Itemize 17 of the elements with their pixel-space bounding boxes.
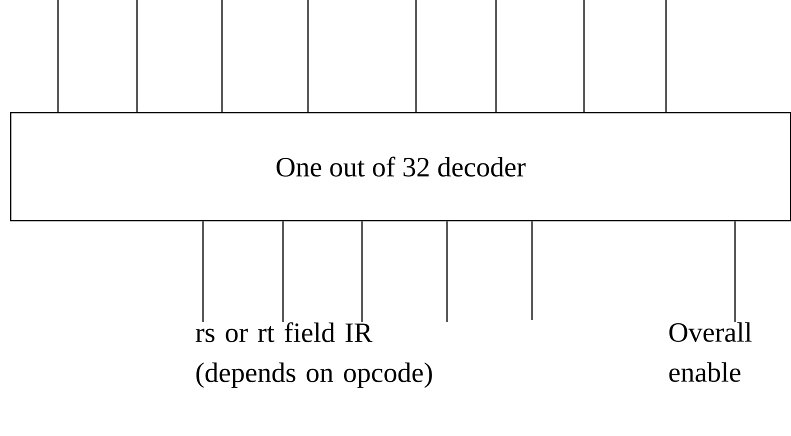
signal-line <box>282 221 284 322</box>
signal-line <box>307 0 309 112</box>
signal-label: Overall enable <box>669 322 752 382</box>
signal-label: rs or rt field IR (depends on opcode) <box>196 322 432 388</box>
signal-line <box>136 0 138 112</box>
decoder-box: One out of 32 decoder <box>10 112 791 222</box>
signal-line <box>495 0 497 112</box>
signal-line <box>202 221 204 322</box>
signal-line <box>361 221 363 322</box>
signal-line <box>446 221 448 322</box>
signal-line <box>665 0 667 112</box>
signal-line <box>531 221 533 320</box>
signal-line <box>583 0 585 112</box>
signal-line <box>221 0 223 112</box>
signal-line <box>734 221 736 322</box>
signal-line <box>415 0 417 112</box>
signal-line <box>57 0 59 112</box>
